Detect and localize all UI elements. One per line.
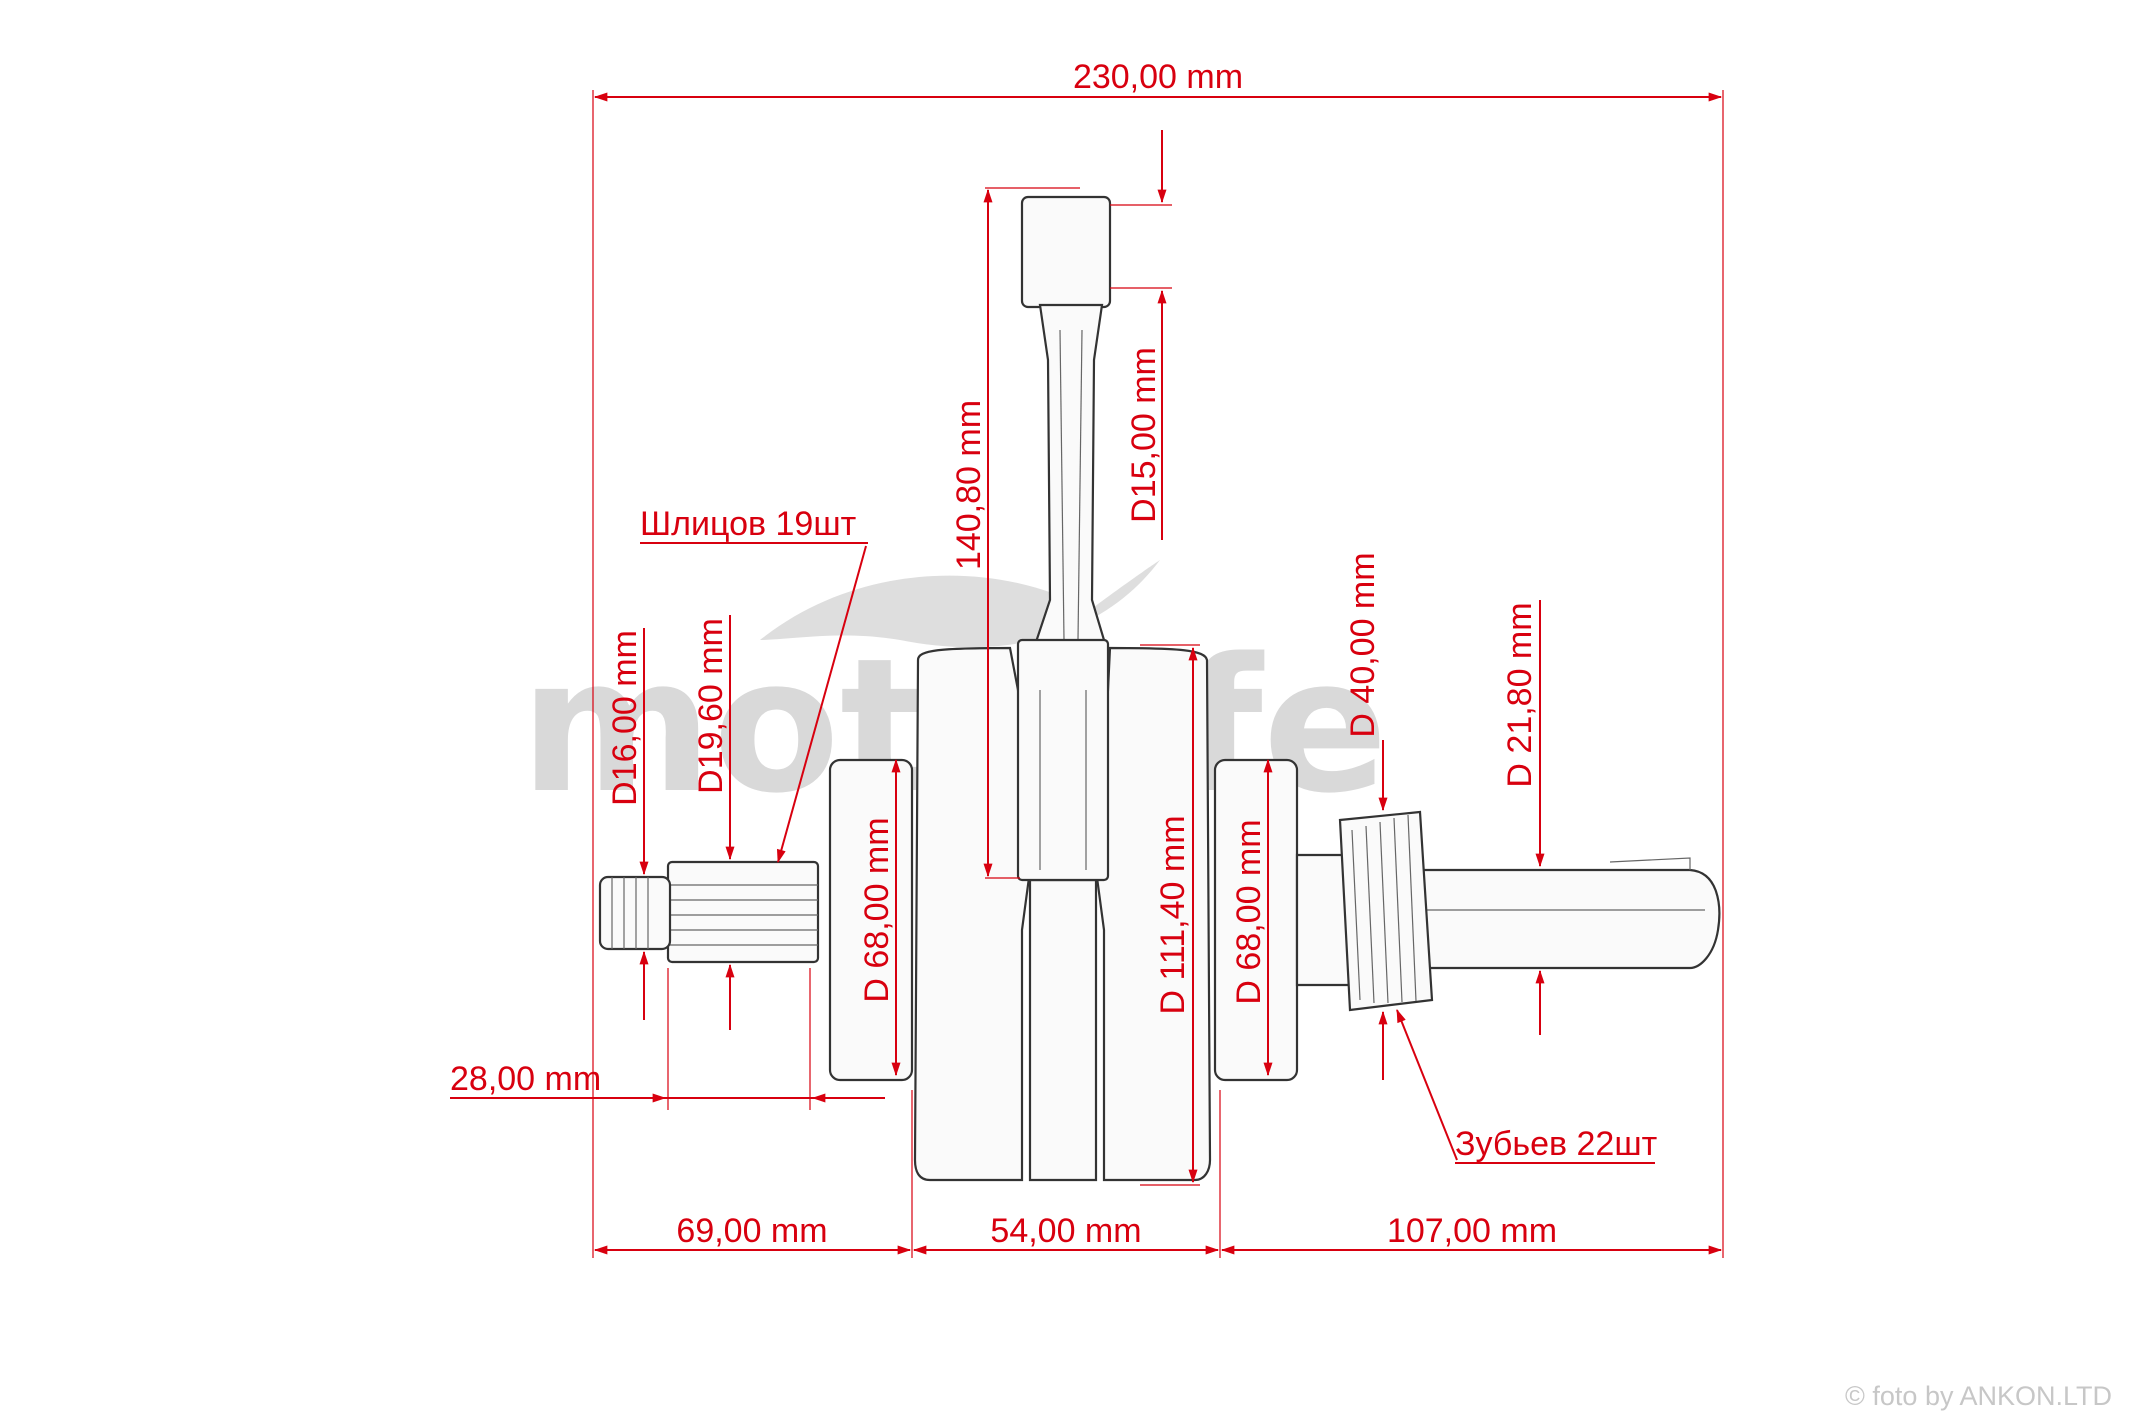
dimension-lines — [450, 90, 1724, 1258]
label-rod-length: 140,80 mm — [950, 400, 988, 570]
label-web-width: 54,00 mm — [990, 1212, 1141, 1250]
label-overall-length: 230,00 mm — [1073, 58, 1243, 96]
dimension-labels: 230,00 mm 69,00 mm 54,00 mm 107,00 mm 28… — [450, 58, 1657, 1250]
copyright-text: © foto by ANKON.LTD — [1845, 1381, 2112, 1411]
label-thread-diameter: D16,00 mm — [606, 630, 644, 806]
label-web-diameter: D 111,40 mm — [1154, 815, 1192, 1014]
label-left-shaft-length: 69,00 mm — [676, 1212, 827, 1250]
label-left-journal-diameter: D 68,00 mm — [858, 817, 896, 1002]
label-teeth-count: Зубьев 22шт — [1455, 1125, 1657, 1163]
label-spline-length: 28,00 mm — [450, 1060, 601, 1098]
label-right-journal-diameter: D 68,00 mm — [1230, 819, 1268, 1004]
label-right-shaft-length: 107,00 mm — [1387, 1212, 1557, 1250]
crankshaft-part — [598, 195, 1721, 1182]
label-splines-count: Шлицов 19шт — [640, 505, 856, 543]
label-gear-diameter: D 40,00 mm — [1344, 552, 1382, 737]
label-spline-diameter: D19,60 mm — [692, 618, 730, 794]
label-right-shaft-diameter: D 21,80 mm — [1501, 602, 1539, 787]
label-small-end-diameter: D15,00 mm — [1125, 347, 1163, 523]
